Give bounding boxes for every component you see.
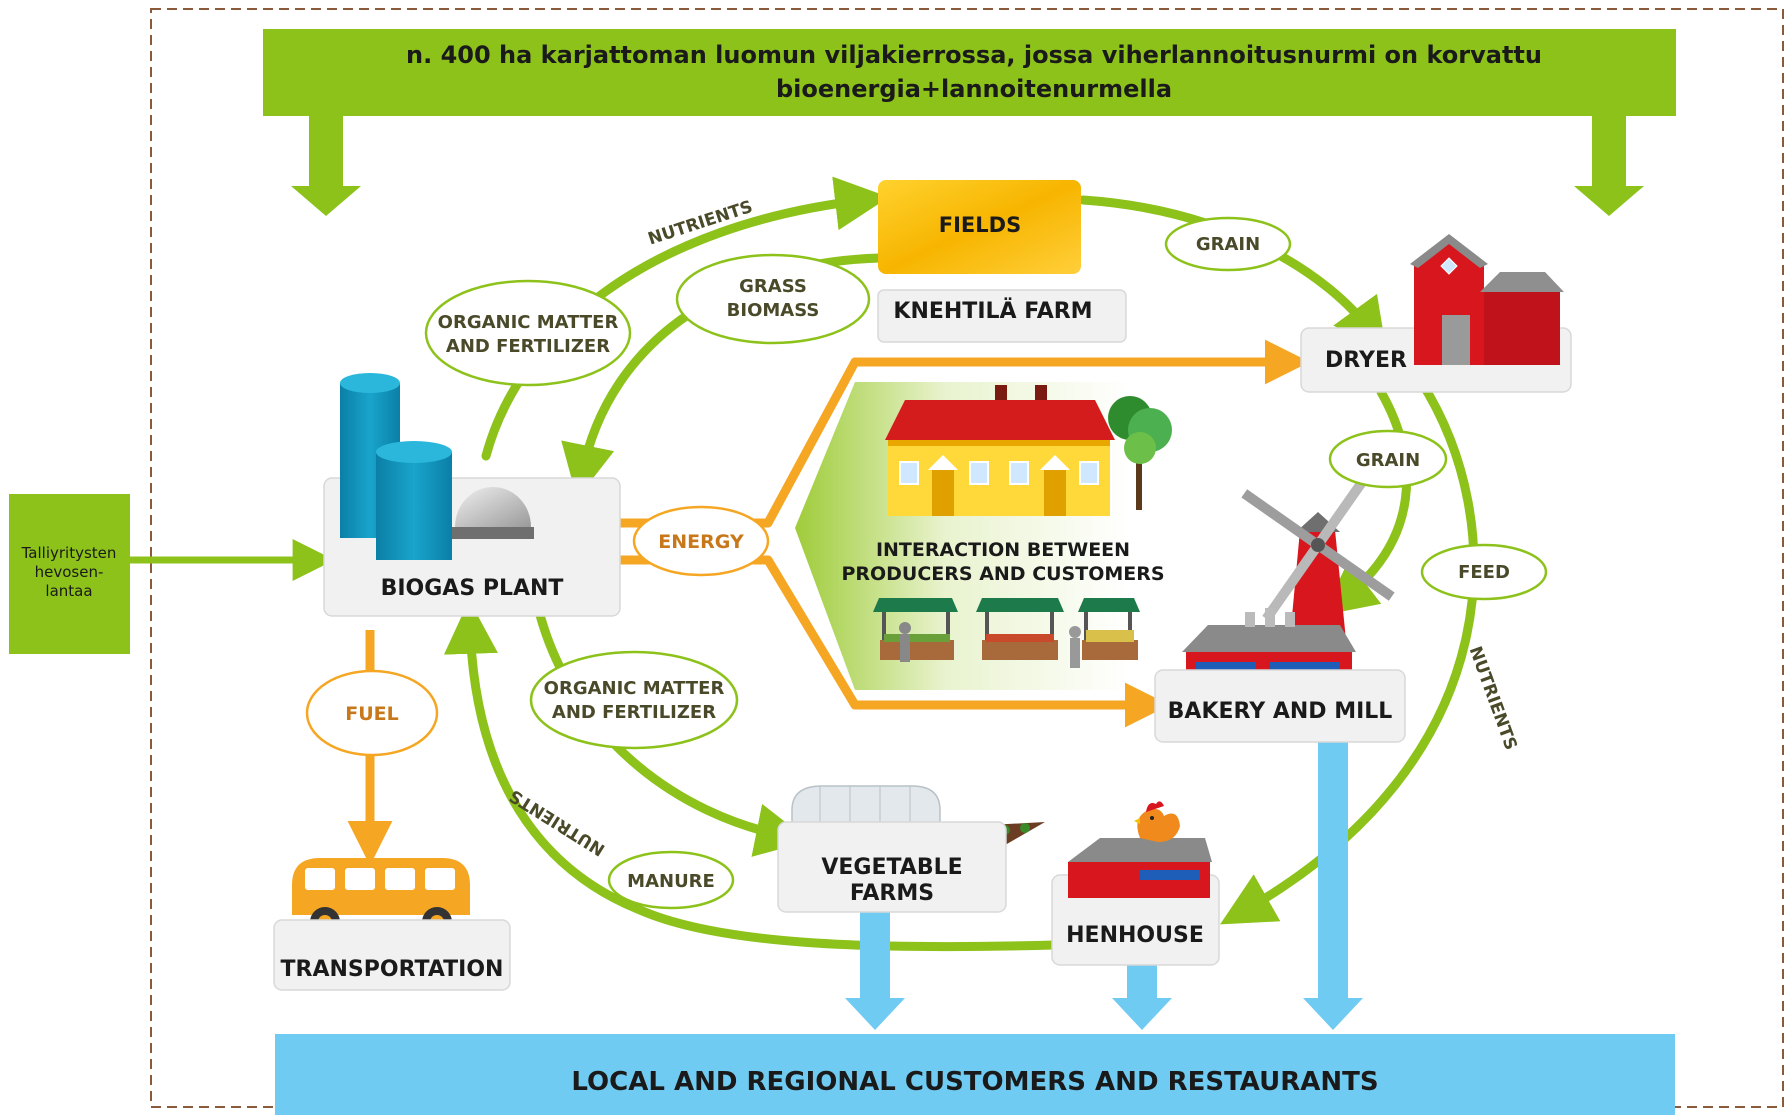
organic-bottom-label-line-1: ORGANIC MATTER <box>544 678 725 699</box>
feed-bubble: FEED <box>1420 543 1548 601</box>
banner-down-arrow-left-head <box>291 186 361 216</box>
dryer-label: DRYER <box>1325 348 1407 373</box>
grain-top-label: GRAIN <box>1196 234 1260 255</box>
market-stalls-icon <box>873 598 1140 668</box>
grass-biomass-bubble: GRASS BIOMASS <box>675 253 871 345</box>
manure-label: MANURE <box>627 871 715 892</box>
energy-bubble: ENERGY <box>632 505 770 577</box>
vegetable-label-line-2: FARMS <box>850 881 934 906</box>
nutrients-loop-arrow <box>443 599 1060 952</box>
fields-node: FIELDS <box>878 180 1081 274</box>
biogas-tanks-icon <box>340 373 534 560</box>
tree-icon <box>1108 396 1172 510</box>
energy-label: ENERGY <box>658 531 744 553</box>
banner-down-arrow-left <box>309 116 343 186</box>
farm-node: KNEHTILÄ FARM <box>877 289 1127 343</box>
fields-label: FIELDS <box>939 213 1021 237</box>
grain-mid-bubble: GRAIN <box>1328 429 1448 489</box>
top-banner: n. 400 ha karjattoman luomun viljakierro… <box>263 29 1676 216</box>
side-input-line-3: lantaa <box>45 582 92 600</box>
henhouse-building-icon <box>1068 838 1212 898</box>
side-input-line-1: Talliyritysten <box>21 544 117 562</box>
grain-top-bubble: GRAIN <box>1164 216 1292 272</box>
nutrients-left-label: NUTRIENTS <box>506 785 609 860</box>
transportation-label: TRANSPORTATION <box>281 957 504 982</box>
rooster-icon <box>1134 801 1180 842</box>
grain-mid-label: GRAIN <box>1356 450 1420 471</box>
interaction-label-line-1: INTERACTION BETWEEN <box>876 539 1130 561</box>
organic-bottom-label-line-2: AND FERTILIZER <box>552 702 716 723</box>
organic-top-bubble: ORGANIC MATTER AND FERTILIZER <box>424 279 632 387</box>
interaction-label-line-2: PRODUCERS AND CUSTOMERS <box>841 563 1164 585</box>
feed-label: FEED <box>1458 562 1510 583</box>
organic-bottom-arrow <box>535 610 810 857</box>
farm-label: KNEHTILÄ FARM <box>893 298 1092 324</box>
vegetable-node: VEGETABLE FARMS <box>777 821 1007 913</box>
henhouse-label: HENHOUSE <box>1066 923 1204 948</box>
bakery-label: BAKERY AND MILL <box>1168 699 1393 724</box>
banner-line-1: n. 400 ha karjattoman luomun viljakierro… <box>406 41 1542 69</box>
biogas-label: BIOGAS PLANT <box>381 576 564 601</box>
banner-down-arrow-right-head <box>1574 186 1644 216</box>
manure-bubble: MANURE <box>607 850 735 910</box>
side-input-line-2: hevosen- <box>35 563 104 581</box>
customers-bar: LOCAL AND REGIONAL CUSTOMERS AND RESTAUR… <box>275 1034 1675 1115</box>
nutrients-top-arrow <box>481 176 890 461</box>
vegetable-label-line-1: VEGETABLE <box>821 855 962 880</box>
organic-top-label-line-2: AND FERTILIZER <box>446 336 610 357</box>
side-input-box: Talliyritysten hevosen- lantaa <box>9 494 130 654</box>
nutrients-right-label: NUTRIENTS <box>1465 644 1521 753</box>
organic-top-label-line-1: ORGANIC MATTER <box>438 312 619 333</box>
blue-flows <box>845 740 1363 1030</box>
customers-label: LOCAL AND REGIONAL CUSTOMERS AND RESTAUR… <box>571 1067 1378 1097</box>
banner-line-2: bioenergia+lannoitenurmella <box>776 75 1172 103</box>
organic-bottom-bubble: ORGANIC MATTER AND FERTILIZER <box>529 650 739 750</box>
fuel-bubble: FUEL <box>305 669 439 757</box>
bakery-node: BAKERY AND MILL <box>1154 669 1406 743</box>
transportation-node: TRANSPORTATION <box>273 919 511 991</box>
grass-label-line-1: GRASS <box>739 276 807 297</box>
grass-label-line-2: BIOMASS <box>727 300 820 321</box>
barn-icon <box>1410 234 1564 365</box>
farmhouse-icon <box>885 385 1115 516</box>
fuel-label: FUEL <box>345 703 399 725</box>
banner-down-arrow-right <box>1592 116 1626 186</box>
